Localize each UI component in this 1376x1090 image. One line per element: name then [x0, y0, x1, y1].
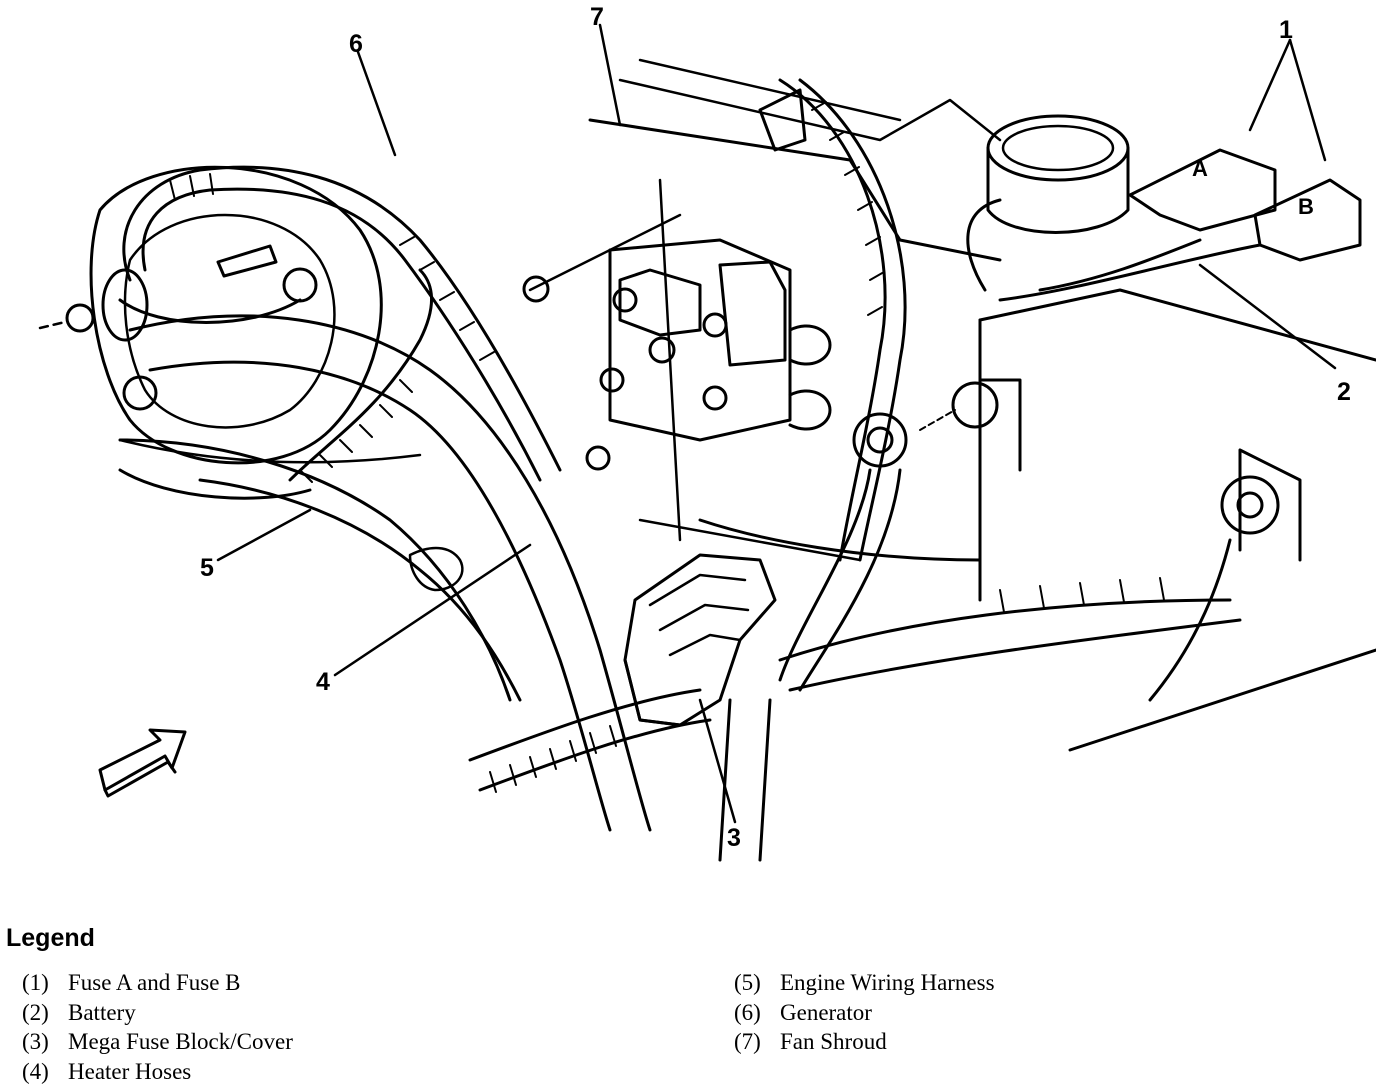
heater-hoses — [118, 314, 652, 832]
legend-item-label: Fan Shroud — [780, 1029, 887, 1054]
battery — [852, 288, 1376, 752]
legend-item-label: Battery — [68, 999, 136, 1025]
callout-4: 4 — [316, 668, 330, 696]
callout-2: 2 — [1337, 378, 1351, 406]
legend-item: (1) Fuse A and Fuse B — [22, 968, 293, 998]
forward-arrow-icon — [98, 728, 187, 798]
legend-item-number: (5) — [734, 970, 761, 995]
legend-column-left: (1) Fuse A and Fuse B (2) Battery (3) Mega … — [22, 968, 293, 1086]
legend-item: (7) Fan Shroud — [734, 1027, 995, 1057]
legend-item-label: Engine Wiring Harness — [780, 970, 995, 995]
legend-item: (2) Battery — [22, 998, 293, 1028]
callout-1: 1 — [1279, 16, 1293, 44]
reservoir-and-fuses — [966, 114, 1362, 302]
generator — [38, 165, 422, 500]
legend-item-number: (3) — [22, 1029, 49, 1054]
callout-7: 7 — [590, 3, 604, 31]
callout-leaders — [216, 23, 1337, 824]
legend: Legend (1) Fuse A and Fuse B (2) Battery (… — [6, 924, 1366, 1084]
engine-compartment-diagram: A B 1 2 3 4 5 6 7 — [38, 3, 1376, 862]
legend-item-label: Mega Fuse Block/Cover — [68, 1029, 293, 1054]
legend-item: (4) Heater Hoses — [22, 1057, 293, 1087]
legend-item: (3) Mega Fuse Block/Cover — [22, 1027, 293, 1057]
mega-fuse-cover — [623, 553, 777, 727]
fuse-a-letter: A — [1192, 156, 1208, 181]
callout-6: 6 — [349, 30, 363, 58]
battery-cables — [698, 468, 1242, 862]
legend-title: Legend — [6, 924, 95, 952]
mega-fuse-block — [522, 213, 832, 471]
legend-item-number: (1) — [22, 970, 49, 995]
callout-5: 5 — [200, 554, 214, 582]
legend-item-label: Heater Hoses — [68, 1058, 192, 1084]
callout-3: 3 — [727, 824, 741, 852]
fan-shroud-harness — [758, 78, 907, 562]
fan-shroud — [588, 58, 1002, 562]
legend-item-number: (6) — [734, 999, 761, 1025]
legend-item-number: (4) — [22, 1058, 49, 1084]
fuse-b-letter: B — [1298, 194, 1314, 219]
legend-item: (5) Engine Wiring Harness — [734, 968, 995, 998]
legend-item-number: (7) — [734, 1029, 761, 1054]
generator-cable — [122, 165, 562, 482]
legend-item: (6) Generator — [734, 998, 995, 1028]
engine-wiring-harness — [288, 268, 712, 793]
legend-item-label: Generator — [780, 999, 872, 1025]
legend-item-number: (2) — [22, 999, 49, 1025]
legend-item-label: Fuse A and Fuse B — [68, 970, 241, 995]
legend-column-right: (5) Engine Wiring Harness (6) Generator (7… — [734, 968, 995, 1057]
